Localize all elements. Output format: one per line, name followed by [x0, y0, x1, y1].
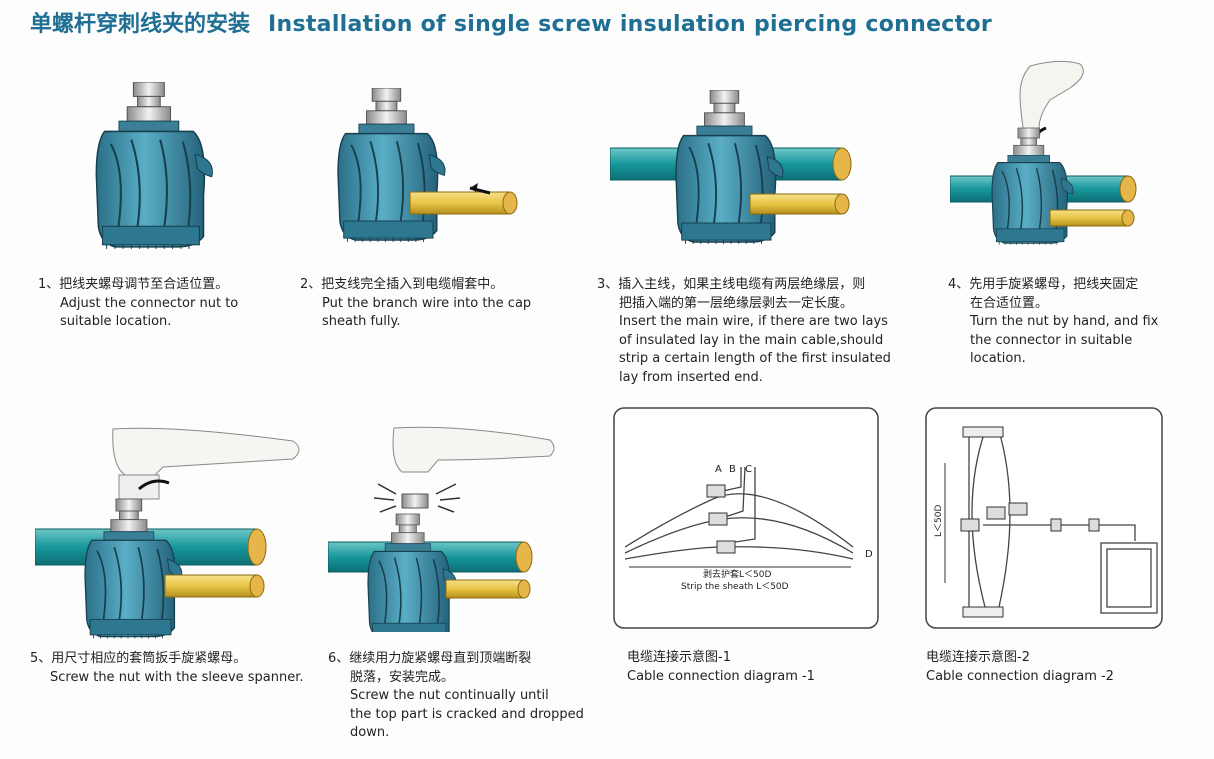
diagram-2-caption: 电缆连接示意图-2 Cable connection diagram -2 [926, 650, 1114, 684]
step-4-text: 4、先用手旋紧螺母，把线夹固定 在合适位置。 Turn the nut by h… [948, 277, 1159, 366]
step-4-illustration [949, 58, 1150, 262]
step-2-illustration [320, 87, 540, 262]
strip-label-cn: 剥去护套L＜50D [703, 568, 771, 580]
step-5-text: 5、用尺寸相应的套筒扳手旋紧螺母。 Screw the nut with the… [30, 651, 304, 685]
step-5-illustration [34, 425, 305, 644]
label-d: D [865, 549, 873, 560]
title-en: Installation of single screw insulation … [268, 12, 993, 37]
step-2-text: 2、把支线完全插入到电缆帽套中。 Put the branch wire int… [300, 277, 532, 329]
cable-diagram-2: L＜50D [925, 407, 1163, 633]
strip-label-en: Strip the sheath L＜50D [681, 582, 789, 592]
cable-diagram-1: A B C D 剥去护套L＜50D Strip the sheath L＜50D [613, 407, 879, 633]
label-b: B [729, 464, 736, 475]
label-a: A [715, 464, 722, 475]
step-6-text: 6、继续用力旋紧螺母直到顶端断裂 脱落，安装完成。 Screw the nut … [328, 651, 584, 740]
diagram-1-caption: 电缆连接示意图-1 Cable connection diagram -1 [627, 650, 815, 684]
step-1-illustration [88, 80, 218, 256]
page-title: 单螺杆穿刺线夹的安装 Installation of single screw i… [30, 6, 992, 38]
step-1-text: 1、把线夹螺母调节至合适位置。 Adjust the connector nut… [38, 277, 239, 329]
step-3-illustration [609, 89, 860, 259]
step-3-text: 3、插入主线，如果主线电缆有两层绝缘层，则 把插入端的第一层绝缘层剥去一定长度。… [597, 277, 891, 385]
step-6-illustration [327, 422, 558, 642]
dim-label: L＜50D [934, 505, 944, 537]
label-c: C [745, 464, 752, 475]
title-cn: 单螺杆穿刺线夹的安装 [30, 12, 251, 37]
